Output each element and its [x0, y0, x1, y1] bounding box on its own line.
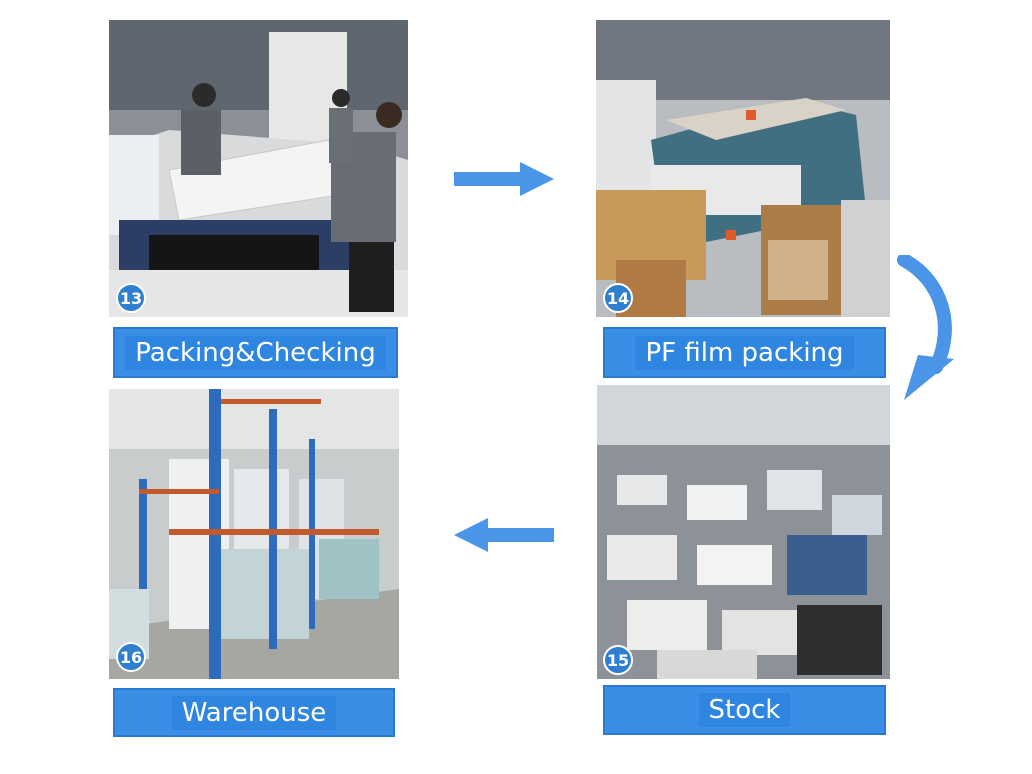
step-number-badge: 15: [603, 645, 633, 675]
step-number-badge: 13: [116, 283, 146, 313]
arrow-right-icon: [454, 162, 554, 196]
step-label-warehouse: Warehouse: [113, 688, 395, 737]
photo-packing-checking: [109, 20, 408, 317]
step-label-packing-checking: Packing&Checking: [113, 327, 398, 378]
photo-warehouse: [109, 389, 399, 679]
photo-pf-film-packing: [596, 20, 890, 317]
arrow-left-icon: [454, 518, 554, 552]
step-label-text: PF film packing: [635, 335, 854, 370]
step-label-pf-film-packing: PF film packing: [603, 327, 886, 378]
step-number-badge: 16: [116, 642, 146, 672]
step-label-text: Warehouse: [171, 695, 337, 730]
step-label-text: Stock: [698, 693, 791, 727]
step-number-badge: 14: [603, 283, 633, 313]
photo-stock: [597, 385, 890, 679]
step-label-text: Packing&Checking: [125, 335, 386, 370]
step-label-stock: Stock: [603, 685, 886, 735]
arrow-curve-down-icon: [897, 255, 954, 400]
